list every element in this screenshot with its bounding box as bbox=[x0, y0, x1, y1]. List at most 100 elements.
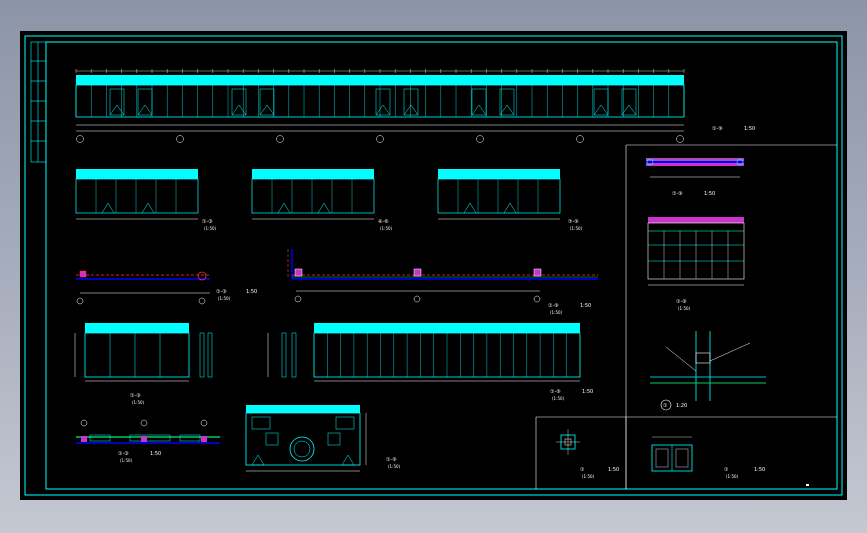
lower-elevation-left bbox=[74, 323, 213, 382]
frame-circular-opening bbox=[289, 436, 315, 462]
wall-door-swing bbox=[463, 202, 477, 214]
wall-frame bbox=[437, 178, 561, 214]
door-swing bbox=[231, 104, 247, 116]
axis-bubble bbox=[476, 135, 484, 143]
structural-drawing-sheet: ①-⑨ 1:50 ①-③ (1:50) ④-⑥ (1:50) ⑦-⑨ (1:50… bbox=[24, 35, 843, 496]
wall-door-swing bbox=[277, 202, 291, 214]
node-title: ① bbox=[663, 403, 668, 409]
right-section-title: ①-⑨ bbox=[676, 299, 687, 305]
node-scale: 1:20 bbox=[676, 403, 687, 409]
door-outline bbox=[375, 88, 391, 116]
box-detail-subtitle: (1:50) bbox=[726, 474, 739, 479]
axis-bubble bbox=[276, 135, 284, 143]
lower-elevation-right bbox=[267, 323, 581, 382]
wall-band bbox=[76, 169, 198, 179]
main-elev-panel-lines bbox=[75, 85, 685, 117]
wall-title-2: ④-⑥ bbox=[378, 219, 389, 225]
small-detail-scale: 1:50 bbox=[608, 467, 619, 473]
cad-viewport[interactable]: ①-⑨ 1:50 ①-③ (1:50) ④-⑥ (1:50) ⑦-⑨ (1:50… bbox=[20, 31, 847, 500]
axis-bubble bbox=[76, 135, 84, 143]
beam-title: ①-③ bbox=[118, 451, 129, 457]
main-elev-dim-ticks bbox=[75, 69, 685, 73]
wall-frame bbox=[75, 178, 199, 214]
sheet-partition-lines bbox=[535, 144, 837, 489]
axis-bubble bbox=[176, 135, 184, 143]
plan-right-scale: 1:50 bbox=[580, 303, 591, 309]
wall-title-1: ①-③ bbox=[202, 219, 213, 225]
box-detail-title: ① bbox=[724, 467, 729, 473]
wall-band bbox=[438, 169, 560, 179]
axis-bubble bbox=[576, 135, 584, 143]
door-outline bbox=[231, 88, 247, 116]
right-top-title: ①-⑨ bbox=[672, 191, 683, 197]
main-elev-scale: 1:50 bbox=[744, 126, 755, 132]
plan-right-subtitle: (1:50) bbox=[550, 310, 563, 315]
door-swing bbox=[593, 104, 609, 116]
door-swing bbox=[471, 104, 487, 116]
plan-left-scale: 1:50 bbox=[246, 289, 257, 295]
axis-bubble bbox=[676, 135, 684, 143]
frame-title: ①-⑨ bbox=[386, 457, 397, 463]
wall-door-swing bbox=[317, 202, 331, 214]
door-swing bbox=[621, 104, 637, 116]
door-swing bbox=[259, 104, 275, 116]
box-detail-scale: 1:50 bbox=[754, 467, 765, 473]
corner-marker bbox=[806, 484, 809, 486]
elev-right-scale: 1:50 bbox=[582, 389, 593, 395]
wall-subtitle-1: (1:50) bbox=[204, 226, 217, 231]
small-detail bbox=[556, 429, 580, 455]
axis-bubble bbox=[376, 135, 384, 143]
main-elev-axis-bubbles bbox=[76, 135, 684, 143]
binding-strip bbox=[30, 41, 47, 163]
door-swing bbox=[499, 104, 515, 116]
wall-door-swing bbox=[503, 202, 517, 214]
wall-subtitle-3: (1:50) bbox=[570, 226, 583, 231]
wall-elevations bbox=[75, 169, 561, 220]
outer-border bbox=[24, 35, 843, 496]
small-detail-title: ① bbox=[580, 467, 585, 473]
main-long-elevation: ①-⑨ 1:50 bbox=[75, 69, 755, 143]
plan-left-title: ①-③ bbox=[216, 289, 227, 295]
wall-frame bbox=[251, 178, 375, 214]
elev-left-subtitle: (1:50) bbox=[132, 400, 145, 405]
small-detail-subtitle: (1:50) bbox=[582, 474, 595, 479]
beam-subtitle: (1:50) bbox=[120, 458, 133, 463]
door-outline bbox=[593, 88, 609, 116]
wall-band bbox=[252, 169, 374, 179]
door-outline bbox=[109, 88, 125, 116]
wall-title-3: ⑦-⑨ bbox=[568, 219, 579, 225]
elev-left-title: ①-③ bbox=[130, 393, 141, 399]
main-elev-title: ①-⑨ bbox=[712, 126, 723, 132]
right-section-grid bbox=[647, 217, 745, 286]
box-detail bbox=[651, 436, 693, 472]
beam-scale: 1:50 bbox=[150, 451, 161, 457]
door-outline bbox=[471, 88, 487, 116]
door-swing bbox=[375, 104, 391, 116]
inner-border bbox=[45, 41, 838, 490]
wall-door-swing bbox=[141, 202, 155, 214]
door-outline bbox=[403, 88, 419, 116]
plan-right-title: ①-⑨ bbox=[548, 303, 559, 309]
door-outline bbox=[621, 88, 637, 116]
wall-door-swing bbox=[101, 202, 115, 214]
door-outline bbox=[259, 88, 275, 116]
right-section-subtitle: (1:50) bbox=[678, 306, 691, 311]
wall-subtitle-2: (1:50) bbox=[380, 226, 393, 231]
right-top-scale: 1:50 bbox=[704, 191, 715, 197]
door-swing bbox=[403, 104, 419, 116]
door-outline bbox=[499, 88, 515, 116]
door-swing bbox=[137, 104, 153, 116]
main-elev-band bbox=[76, 75, 684, 85]
beam-strip bbox=[76, 419, 220, 444]
frame-subtitle: (1:50) bbox=[388, 464, 401, 469]
node-detail bbox=[650, 331, 766, 411]
right-top-detail bbox=[646, 158, 744, 178]
door-swing bbox=[109, 104, 125, 116]
main-elev-doors bbox=[109, 88, 637, 116]
frame-elevation bbox=[245, 405, 367, 472]
plan-left-subtitle: (1:50) bbox=[218, 296, 231, 301]
plan-strip-right bbox=[287, 249, 598, 303]
plan-strip-left bbox=[76, 270, 210, 305]
elev-right-title: ①-⑨ bbox=[550, 389, 561, 395]
elev-right-subtitle: (1:50) bbox=[552, 396, 565, 401]
